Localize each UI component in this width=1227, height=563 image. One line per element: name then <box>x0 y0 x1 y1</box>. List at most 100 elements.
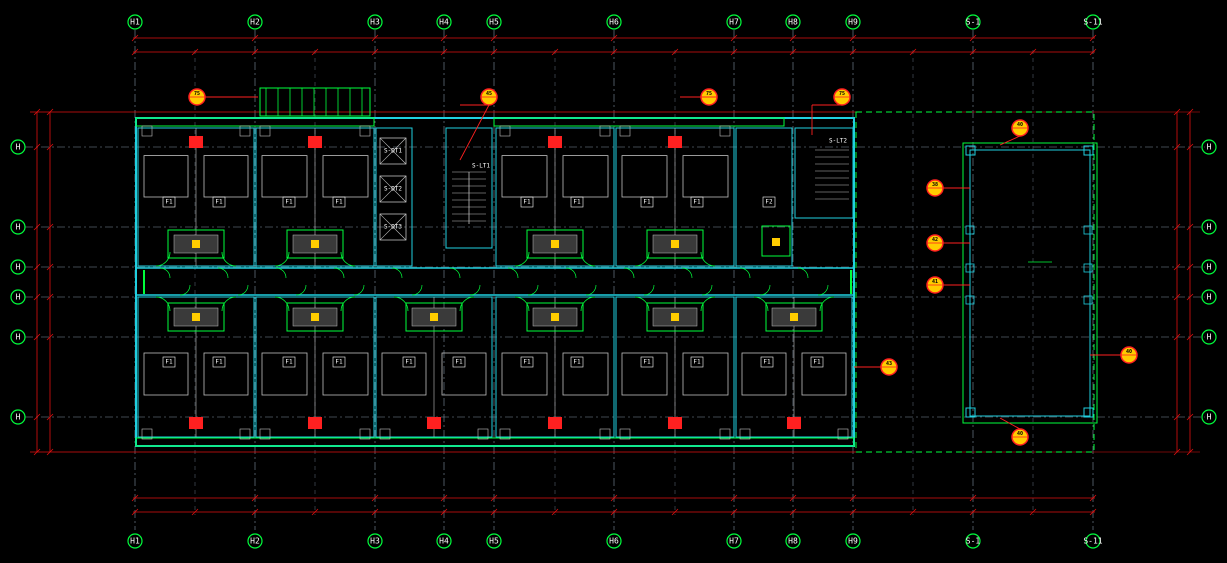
annex-dashed-outline <box>855 111 1095 453</box>
bathroom <box>765 302 823 332</box>
corridor-door <box>507 267 519 279</box>
stair-label: S-LT2 <box>829 138 847 145</box>
detail-tag: 40 <box>1017 122 1023 128</box>
dimension-tick <box>1186 143 1194 151</box>
dimension-tick <box>251 494 259 502</box>
annex-pilaster <box>965 263 975 273</box>
axis-bubble <box>726 533 742 549</box>
room-tag: F1 <box>573 199 581 206</box>
guest-room <box>375 296 493 440</box>
dimension-tick <box>1173 333 1181 341</box>
room-tag-box <box>162 356 176 368</box>
room-tag-box <box>640 196 654 208</box>
axis-label: H1 <box>130 537 140 546</box>
dimension-tick <box>1186 263 1194 271</box>
building-outline <box>135 87 855 447</box>
axis-label: H <box>16 293 21 302</box>
axis-label: H <box>16 263 21 272</box>
dimension-tick <box>251 508 259 516</box>
detail-tag: 75 <box>706 91 712 97</box>
dimension-tick <box>440 494 448 502</box>
ac-unit <box>619 428 631 440</box>
guest-room <box>255 296 375 440</box>
room-tag: F1 <box>405 359 413 366</box>
dimension-tick <box>1173 413 1181 421</box>
dimension-tick <box>33 333 41 341</box>
ac-unit <box>239 428 251 440</box>
axis-bubble <box>1201 219 1217 235</box>
axis-bubble <box>10 139 26 155</box>
axis-bubble <box>726 14 742 30</box>
corridor-door <box>179 284 191 296</box>
axis-label: H9 <box>848 537 858 546</box>
room-tag-box <box>760 356 774 368</box>
dimension-tick <box>33 293 41 301</box>
room-tag: F1 <box>335 359 343 366</box>
room-tag: F1 <box>643 359 651 366</box>
room-tag-box <box>402 356 416 368</box>
room-tag-box <box>810 356 824 368</box>
room-tag-box <box>332 356 346 368</box>
bath-fixture <box>671 313 679 321</box>
door-swing <box>340 296 356 312</box>
axis-label: H <box>1207 333 1212 342</box>
axis-label: H8 <box>788 18 798 27</box>
axis-label: H6 <box>609 537 619 546</box>
bathroom <box>286 302 344 332</box>
dimension-tick <box>1173 223 1181 231</box>
axis-bubble <box>367 533 383 549</box>
dimension-tick <box>440 34 448 42</box>
axis-bubble <box>785 533 801 549</box>
axis-bubble <box>247 533 263 549</box>
room-tag: F1 <box>165 199 173 206</box>
ac-unit <box>141 428 153 440</box>
door-swing <box>700 251 716 267</box>
door-swing <box>580 251 596 267</box>
annex-pilaster <box>1083 225 1093 235</box>
dimension-tick <box>490 508 498 516</box>
bed <box>381 352 427 396</box>
bath-fixture <box>671 240 679 248</box>
elevator-label: S-DT2 <box>384 186 402 193</box>
dimension-tick <box>969 508 977 516</box>
dimension-tick <box>551 48 559 56</box>
annex-outer-wall <box>962 142 1098 424</box>
annex-pilaster <box>1083 295 1093 305</box>
door-swing <box>274 296 290 312</box>
axis-label: H <box>16 413 21 422</box>
bath-fixture <box>192 313 200 321</box>
dimension-tick <box>730 48 738 56</box>
corridor-door <box>275 267 287 279</box>
guest-room <box>615 296 735 440</box>
dimension-tick <box>311 508 319 516</box>
axis-bubble <box>845 533 861 549</box>
corridor-door <box>797 267 809 279</box>
bathroom <box>761 225 791 257</box>
detail-tag: 40 <box>1017 431 1023 437</box>
elevator-core <box>375 127 413 267</box>
ac-unit <box>359 428 371 440</box>
door-swing <box>155 251 171 267</box>
dimension-tick <box>131 508 139 516</box>
room-tag: F2 <box>765 199 773 206</box>
axis-label: H7 <box>729 537 739 546</box>
detail-tag: 42 <box>932 237 938 243</box>
dimension-tick <box>33 413 41 421</box>
axis-bubble <box>965 14 981 30</box>
dimension-tick <box>33 143 41 151</box>
axis-label: H6 <box>609 18 619 27</box>
axis-label: H5 <box>489 18 499 27</box>
corridor-door <box>701 284 713 296</box>
dimension-tick <box>849 508 857 516</box>
axis-label: H4 <box>439 18 449 27</box>
dimension-tick <box>610 48 618 56</box>
dimension-tick <box>440 48 448 56</box>
bed <box>562 155 609 198</box>
dimension-tick <box>46 143 54 151</box>
room-tag: F1 <box>693 359 701 366</box>
corridor-door <box>333 267 345 279</box>
ac-unit <box>837 428 849 440</box>
dimension-tick <box>1089 34 1097 42</box>
bed <box>322 155 369 198</box>
bath-fixture <box>790 313 798 321</box>
